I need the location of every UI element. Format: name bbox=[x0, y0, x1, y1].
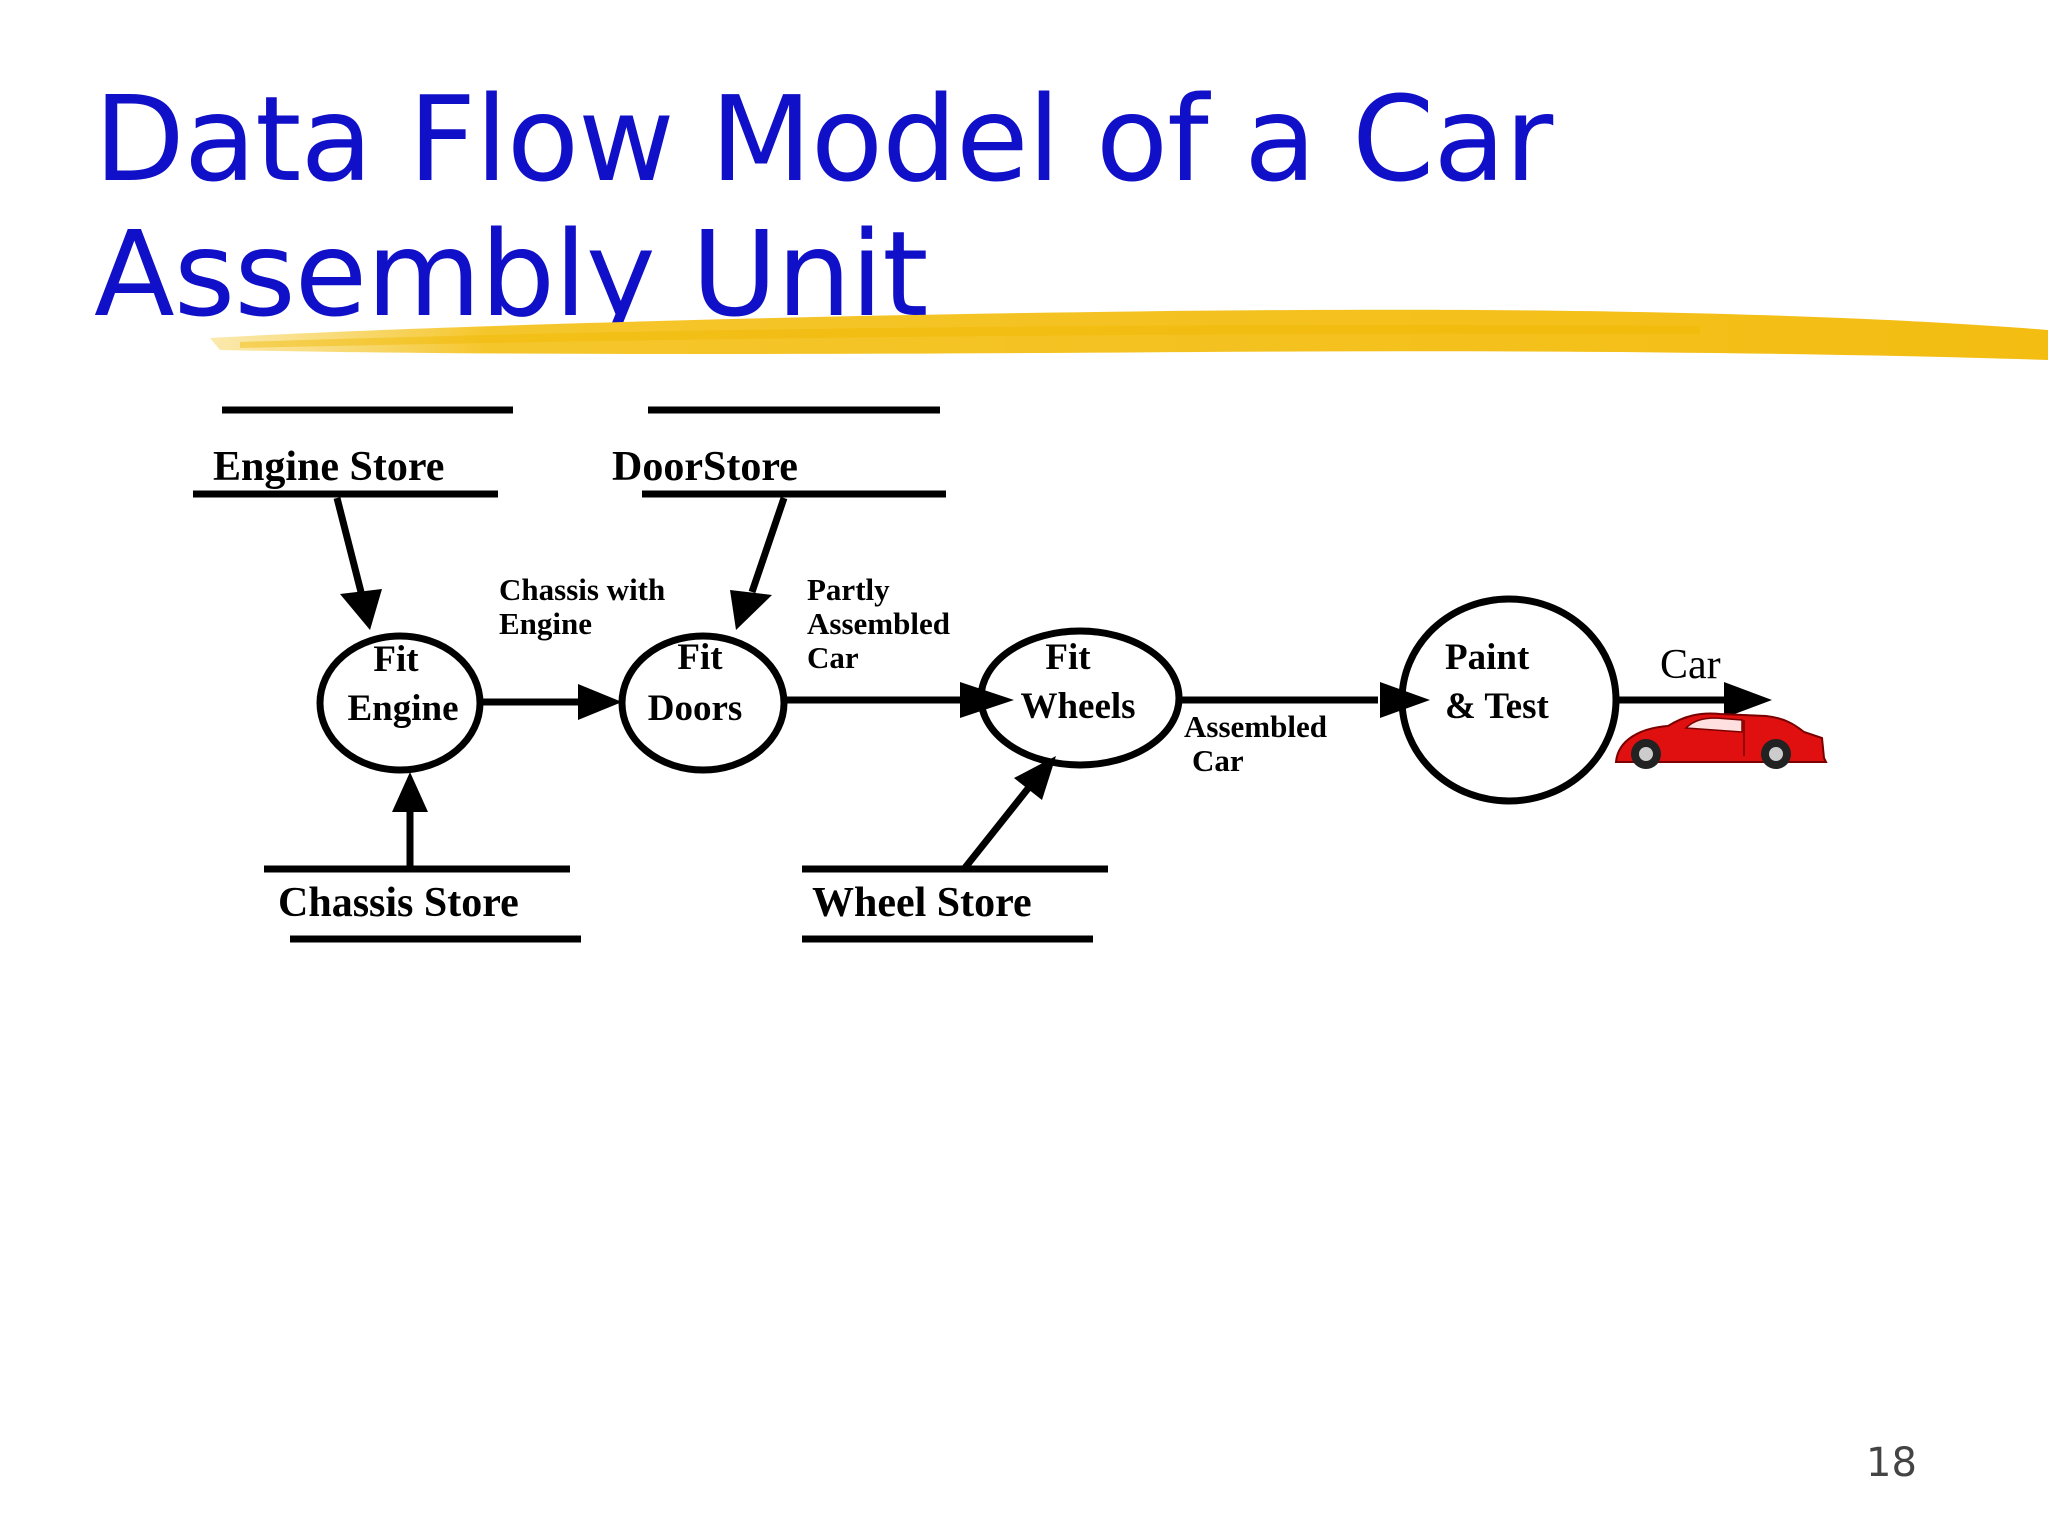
flow-label-car: Car bbox=[1660, 642, 1721, 688]
chassis-store bbox=[264, 865, 581, 943]
arrowhead-door bbox=[730, 590, 772, 630]
arrowhead-chassis bbox=[392, 772, 428, 812]
arrowhead-chassis-engine bbox=[578, 684, 622, 720]
slide-title-line-1: Data Flow Model of a Car bbox=[94, 70, 1553, 208]
arrowhead-engine bbox=[340, 589, 382, 630]
flow-label-partly-3: Car bbox=[807, 640, 859, 675]
wheel-store-label: Wheel Store bbox=[812, 880, 1032, 926]
flow-arrows bbox=[333, 496, 1772, 872]
flow-label-chassis-engine-2: Engine bbox=[499, 606, 592, 641]
arrow-wheel-store-to-fit-wheels bbox=[961, 783, 1033, 872]
fit-doors-label-1: Fit bbox=[677, 637, 723, 678]
arrowhead-partly bbox=[960, 682, 1014, 718]
fit-wheels-label-2: Wheels bbox=[1020, 686, 1135, 727]
engine-store bbox=[193, 406, 513, 498]
arrowhead-wheel bbox=[1014, 756, 1056, 800]
paint-test-label-2: & Test bbox=[1445, 686, 1550, 727]
chassis-store-label: Chassis Store bbox=[278, 880, 519, 926]
flow-label-assembled-2: Car bbox=[1192, 743, 1244, 778]
title-highlight-streak bbox=[240, 324, 1700, 348]
page-number: 18 bbox=[1866, 1440, 1917, 1486]
arrowhead-assembled bbox=[1380, 682, 1430, 718]
fit-doors-label-2: Doors bbox=[648, 688, 743, 729]
door-store-label: DoorStore bbox=[612, 444, 798, 490]
arrowhead-car bbox=[1724, 682, 1772, 718]
arrow-engine-store-to-fit-engine bbox=[333, 497, 365, 593]
paint-test-label-1: Paint bbox=[1445, 637, 1530, 678]
fit-wheels-label-1: Fit bbox=[1045, 637, 1091, 678]
door-store bbox=[642, 406, 946, 498]
red-car-icon bbox=[1614, 712, 1828, 769]
wheel-store bbox=[802, 865, 1108, 943]
title-highlight-stroke bbox=[210, 309, 2048, 360]
flow-label-partly-2: Assembled bbox=[807, 606, 950, 641]
fit-engine-label-2: Engine bbox=[347, 688, 458, 729]
fit-engine-label-1: Fit bbox=[373, 639, 419, 680]
flow-label-partly-1: Partly bbox=[807, 572, 890, 607]
engine-store-label: Engine Store bbox=[213, 444, 444, 490]
arrow-door-store-to-fit-doors bbox=[748, 496, 788, 594]
flow-label-assembled-1: Assembled bbox=[1184, 709, 1327, 744]
flow-label-chassis-engine-1: Chassis with bbox=[499, 572, 665, 607]
